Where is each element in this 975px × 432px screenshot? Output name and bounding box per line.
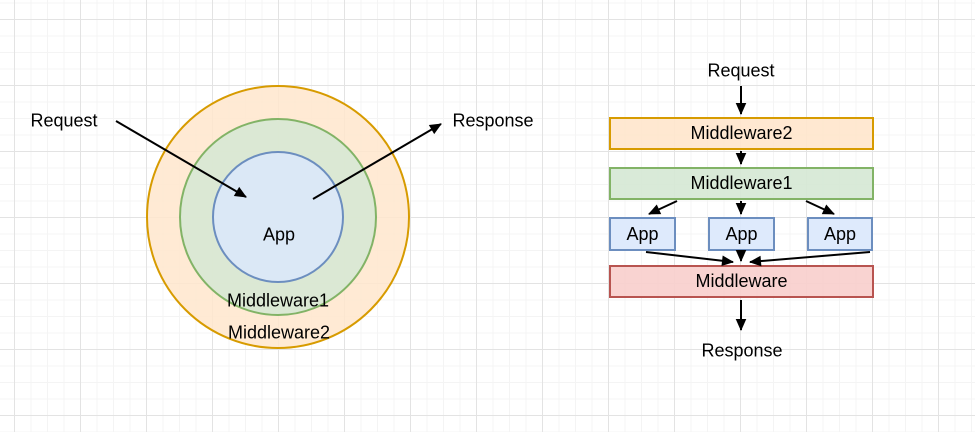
app3-to-middleware-arrow-icon: [749, 251, 871, 267]
app-circle-label: App: [262, 224, 296, 245]
middleware2-ring-label: Middleware2: [227, 322, 331, 343]
app1-to-middleware-arrow-icon: [645, 251, 734, 267]
middleware1-to-app1-arrow-icon: [648, 200, 678, 215]
app-box-2: App: [708, 217, 775, 251]
middleware-box-label: Middleware: [695, 271, 788, 291]
app-box-1: App: [609, 217, 676, 251]
app-box-1-label: App: [626, 223, 659, 244]
middleware1-box: Middleware1: [609, 167, 874, 200]
middleware2-box: Middleware2: [609, 117, 874, 150]
middleware1-ring-label: Middleware1: [226, 290, 330, 311]
right-response-label: Response: [701, 340, 783, 361]
app-box-3-label: App: [823, 223, 857, 244]
middleware1-box-label: Middleware1: [690, 173, 793, 193]
middleware2-box-label: Middleware2: [690, 123, 793, 143]
app-box-2-label: App: [725, 223, 758, 244]
middleware1-to-app3-arrow-icon: [805, 200, 835, 215]
middleware-box: Middleware: [609, 265, 874, 298]
app-circle: [212, 151, 344, 283]
app-box-3: App: [807, 217, 873, 251]
left-response-label: Response: [452, 110, 534, 131]
right-request-label: Request: [707, 60, 775, 81]
left-request-label: Request: [30, 110, 98, 131]
